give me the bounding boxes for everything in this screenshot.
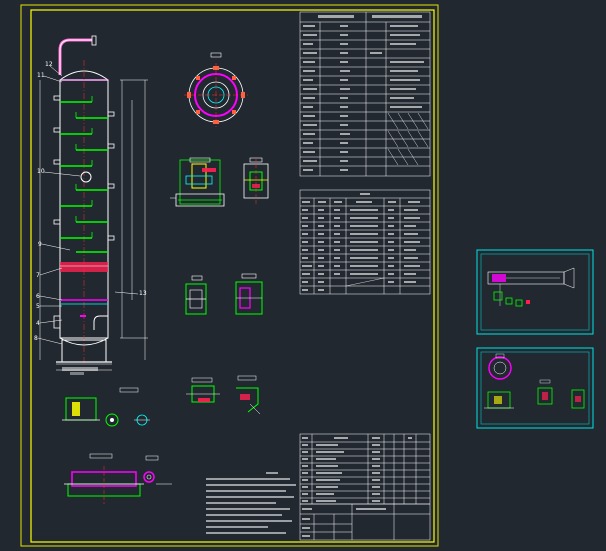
- callout-6: 6: [36, 293, 40, 300]
- spec-table-rows: [300, 30, 430, 167]
- main-sheet: [20, 4, 439, 547]
- side-sheet-upper: [476, 249, 594, 335]
- column-elevation: 12 11 10 9 7 6 5 4 8 13: [34, 35, 148, 375]
- callout-4: 4: [36, 320, 40, 327]
- spec-table-icon: [299, 11, 431, 177]
- nozzle-table-text: [302, 193, 420, 291]
- technical-notes: [206, 472, 296, 534]
- sheet-outer-frame: [20, 4, 439, 547]
- callout-12: 12: [45, 61, 53, 68]
- tray-detail-icon: [62, 375, 261, 427]
- callout-8: 8: [34, 335, 38, 342]
- callout-5: 5: [36, 303, 40, 310]
- callout-11: 11: [37, 72, 45, 79]
- sheet-inner-frame: [30, 9, 435, 543]
- support-detail-icon: [170, 157, 269, 207]
- nozzle-table-icon: [299, 189, 431, 295]
- parts-list-icon: [299, 433, 431, 541]
- callout-10: 10: [37, 168, 45, 175]
- callout-9: 9: [38, 241, 42, 248]
- parts-list-text: [302, 437, 412, 537]
- vent-pipe: [58, 38, 92, 75]
- flange-plan-icon: [184, 52, 248, 127]
- callout-7: 7: [36, 272, 40, 279]
- nozzle-detail-icon: [185, 273, 263, 315]
- spec-table-text: [303, 15, 424, 171]
- tray-set: [60, 101, 108, 253]
- side-sheet-lower: [476, 347, 594, 429]
- manhole-icon: [80, 171, 92, 183]
- section-cc-icon: [64, 453, 172, 504]
- callout-13: 13: [139, 290, 147, 297]
